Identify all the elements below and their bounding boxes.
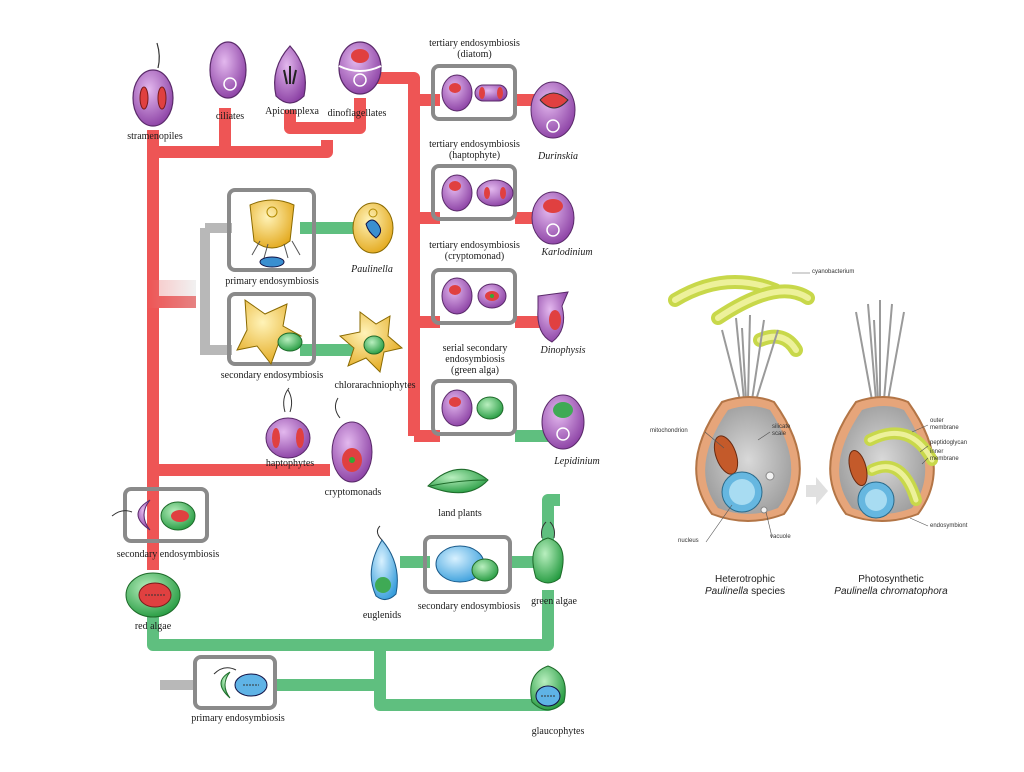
label-lepidinium: Lepidinium (554, 456, 600, 467)
label-tertiary-diatom-2: (diatom) (457, 49, 492, 60)
tertiary-haptophyte-cells (441, 174, 514, 212)
leader-lines (704, 272, 929, 543)
tertiary-cryptomonad-cells (441, 277, 507, 315)
label-dinoflagellates: dinoflagellates (327, 108, 387, 119)
label-tertiary-cryptomonad-1: tertiary endosymbiosis (429, 240, 520, 251)
chlorarachniophyte-endo-cells (236, 298, 303, 366)
euglenid-endo-cells (435, 545, 499, 583)
caption-heterotrophic-genus: Paulinella (704, 586, 749, 597)
stramenopile-cell (132, 42, 174, 127)
label-mitochondrion: mitochondrion (650, 428, 688, 434)
label-ciliates: ciliates (215, 111, 245, 122)
endosymbiosis-boxes (123, 64, 517, 710)
durinskia-cell (530, 81, 576, 139)
label-karlodinium: Karlodinium (541, 247, 593, 258)
transition-arrow (806, 477, 828, 505)
label-apicomplexa: Apicomplexa (265, 106, 319, 117)
label-stramenopiles: stramenopiles (127, 131, 183, 142)
ciliate-cell (209, 41, 247, 99)
paulinella-primary-cells (249, 199, 301, 268)
caption-heterotrophic-species: species (751, 586, 786, 597)
label-red-algae: red algae (134, 621, 172, 632)
label-endosymbiont: endosymbiont (930, 523, 968, 529)
lepidinium-cell (541, 394, 585, 450)
branch-fade (147, 280, 196, 308)
secondary-left-cells (111, 499, 196, 531)
label-cryptomonads: cryptomonads (324, 487, 382, 498)
label-chlorarachniophytes: chlorarachniophytes (334, 380, 416, 391)
glaucophyte-cell (530, 665, 566, 711)
cryptomonad-cell (331, 397, 373, 483)
karlodinium-cell (531, 191, 575, 245)
tertiary-diatom-cells (441, 74, 508, 112)
label-inner-membrane-1: inner (930, 449, 944, 455)
apicomplexa-cell (274, 45, 306, 104)
label-durinskia: Durinskia (538, 151, 578, 162)
label-nucleus: nucleus (678, 538, 699, 544)
label-glaucophytes: glaucophytes (531, 726, 585, 737)
caption-heterotrophic: Heterotrophic Paulinella species (690, 574, 800, 598)
label-tertiary-haptophyte-1: tertiary endosymbiosis (429, 139, 520, 150)
caption-photosynthetic-line1: Photosynthetic (858, 574, 924, 585)
land-plant-leaf (427, 468, 489, 494)
label-silicate-2: scale (772, 431, 787, 437)
caption-photosynthetic: Photosynthetic Paulinella chromatophora (826, 574, 956, 598)
label-silicate-1: silicate (772, 424, 791, 430)
paulinella-cell (352, 202, 394, 254)
caption-heterotrophic-line1: Heterotrophic (714, 574, 776, 585)
label-euglenids: euglenids (362, 610, 402, 621)
label-tertiary-haptophyte-2: (haptophyte) (448, 150, 501, 161)
chlorarachniophyte-cell (338, 311, 404, 374)
label-serial-3: (green alga) (450, 365, 500, 376)
label-serial-2: endosymbiosis (445, 354, 505, 365)
label-haptophytes: haptophytes (265, 458, 315, 469)
label-primary-endosymbiosis-top: primary endosymbiosis (225, 276, 319, 287)
caption-heterotrophic-line2: Paulinella species (690, 586, 800, 598)
haptophyte-cell (265, 387, 311, 459)
label-cyanobacterium: cyanobacterium (812, 269, 855, 275)
label-secondary-endosymbiosis-chlor: secondary endosymbiosis (220, 370, 324, 381)
label-green-algae: green algae (531, 596, 577, 607)
label-vacuole: vacuole (770, 534, 791, 540)
euglenid-cell (370, 525, 398, 600)
red-alga-cell (125, 572, 181, 618)
caption-photosynthetic-line2: Paulinella chromatophora (834, 586, 948, 597)
label-paulinella: Paulinella (351, 264, 393, 275)
serial-secondary-cells (441, 389, 504, 427)
label-primary-endosymbiosis-bottom: primary endosymbiosis (191, 713, 285, 724)
label-peptidoglycan: peptidoglycan (930, 440, 968, 446)
label-outer-membrane-2: membrane (930, 425, 959, 431)
label-land-plants: land plants (438, 508, 482, 519)
label-serial-1: serial secondary (442, 343, 508, 354)
label-tertiary-diatom-1: tertiary endosymbiosis (429, 38, 520, 49)
label-tertiary-cryptomonad-2: (cryptomonad) (444, 251, 505, 262)
primary-endo-bottom-cells (213, 667, 268, 699)
photosynthetic-paulinella-drawing (829, 300, 938, 522)
dinophysis-cell (537, 291, 569, 343)
dinoflagellate-cell (338, 41, 382, 95)
label-inner-membrane-2: membrane (930, 456, 959, 462)
green-alga-cell (532, 521, 564, 584)
heterotrophic-paulinella-drawing (668, 275, 815, 522)
label-secondary-endosymbiosis-left: secondary endosymbiosis (116, 549, 220, 560)
label-dinophysis: Dinophysis (540, 345, 586, 356)
label-outer-membrane-1: outer (930, 418, 944, 424)
label-secondary-endosymbiosis-eug: secondary endosymbiosis (417, 601, 521, 612)
